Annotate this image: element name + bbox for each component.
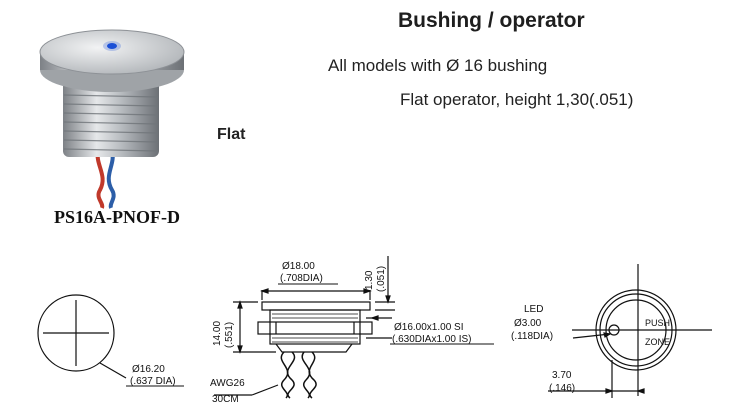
push-label: PUSH xyxy=(645,318,670,328)
thread-label: Ø16.00x1.00 SI xyxy=(394,322,464,333)
led-label: LED xyxy=(524,304,543,315)
zone-label: ZONE xyxy=(645,337,670,347)
led-offset-inch-label: (.146) xyxy=(549,383,575,394)
front-view-drawing xyxy=(37,294,127,379)
variant-label: Flat xyxy=(217,126,246,143)
total-height-inch-label: (.551) xyxy=(224,322,235,348)
top-view-drawing xyxy=(548,264,712,398)
product-photo xyxy=(39,29,185,209)
led-dot xyxy=(107,43,117,49)
wire-length-label: 30CM xyxy=(212,394,239,405)
led-dia-label: Ø3.00 xyxy=(514,318,542,329)
bushing-description: All models with Ø 16 bushing xyxy=(328,56,548,75)
total-height-label: 14.00 xyxy=(212,321,223,346)
wire-gauge-label: AWG26 xyxy=(210,378,245,389)
head-height-label: 1.30 xyxy=(364,270,375,290)
top-dia-label: Ø18.00 xyxy=(282,261,315,272)
side-view-drawing xyxy=(214,256,395,399)
blue-wire xyxy=(106,149,116,209)
led-dia-inch-label: (.118DIA) xyxy=(511,331,553,342)
model-number: PS16A-PNOF-D xyxy=(54,207,180,227)
top-dia-inch-label: (.708DIA) xyxy=(280,273,323,284)
red-wire xyxy=(95,149,105,209)
operator-description: Flat operator, height 1,30(.051) xyxy=(400,90,634,109)
section-title: Bushing / operator xyxy=(398,9,585,32)
led-offset-label: 3.70 xyxy=(552,370,572,381)
thread-inch-label: (.630DIAx1.00 IS) xyxy=(392,334,471,345)
front-dia-label: Ø16.20 xyxy=(132,364,165,375)
front-dia-inch-label: (.637 DIA) xyxy=(130,376,176,387)
head-height-inch-label: (.051) xyxy=(376,266,387,292)
